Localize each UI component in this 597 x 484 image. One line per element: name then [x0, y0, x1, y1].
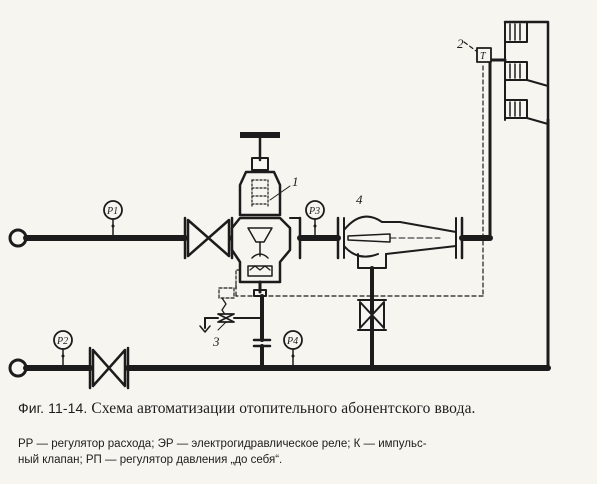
figure-legend: РР — регулятор расхода; ЭР — электрогидр…: [18, 436, 583, 468]
leader-line-1: [269, 185, 291, 201]
figure-title: Схема автоматизации отопительного абонен…: [91, 400, 476, 417]
thermo-relay-box: [476, 47, 492, 63]
gauge-p1-label: P1: [106, 206, 118, 217]
gauge-p4-label: P4: [286, 336, 298, 347]
impulse-valve: [199, 269, 263, 333]
return-pipe: [8, 358, 551, 378]
control-signal-line: [235, 41, 484, 297]
return-gate-valve: [88, 346, 130, 390]
riser-to-building: [488, 58, 550, 370]
legend-line-1: РР — регулятор расхода; ЭР — электрогидр…: [18, 438, 427, 450]
gauge-p2: [53, 330, 73, 369]
gauge-p4: [283, 330, 303, 369]
leader-line-3: [217, 321, 227, 331]
heating-scheme-diagram: P1 P2 P3 P4 T 1 2 3 4: [8, 20, 551, 390]
legend-line-2: ный клапан; РП — регулятор давления „до …: [18, 454, 283, 466]
figure-number: Фиг. 11-14.: [18, 400, 88, 416]
regulator-return-connection: [252, 294, 272, 370]
regulator-number-label: 1: [292, 174, 299, 189]
thermo-relay-number-label: 2: [457, 36, 464, 51]
heating-system-radiators: [503, 20, 550, 125]
gauge-p3-label: P3: [308, 206, 320, 217]
gauge-p2-label: P2: [56, 336, 68, 347]
supply-pipe: [8, 228, 341, 248]
gauge-p3: [305, 200, 325, 239]
elevator-number-label: 4: [356, 192, 363, 207]
gauge-p1: [103, 200, 123, 239]
thermo-box-letter: T: [480, 51, 487, 62]
elevator-jet-pump: [336, 215, 493, 370]
flow-regulator: [230, 132, 302, 297]
valve-number-label: 3: [212, 334, 220, 349]
figure-caption: Фиг. 11-14. Схема автоматизации отопител…: [18, 399, 583, 418]
